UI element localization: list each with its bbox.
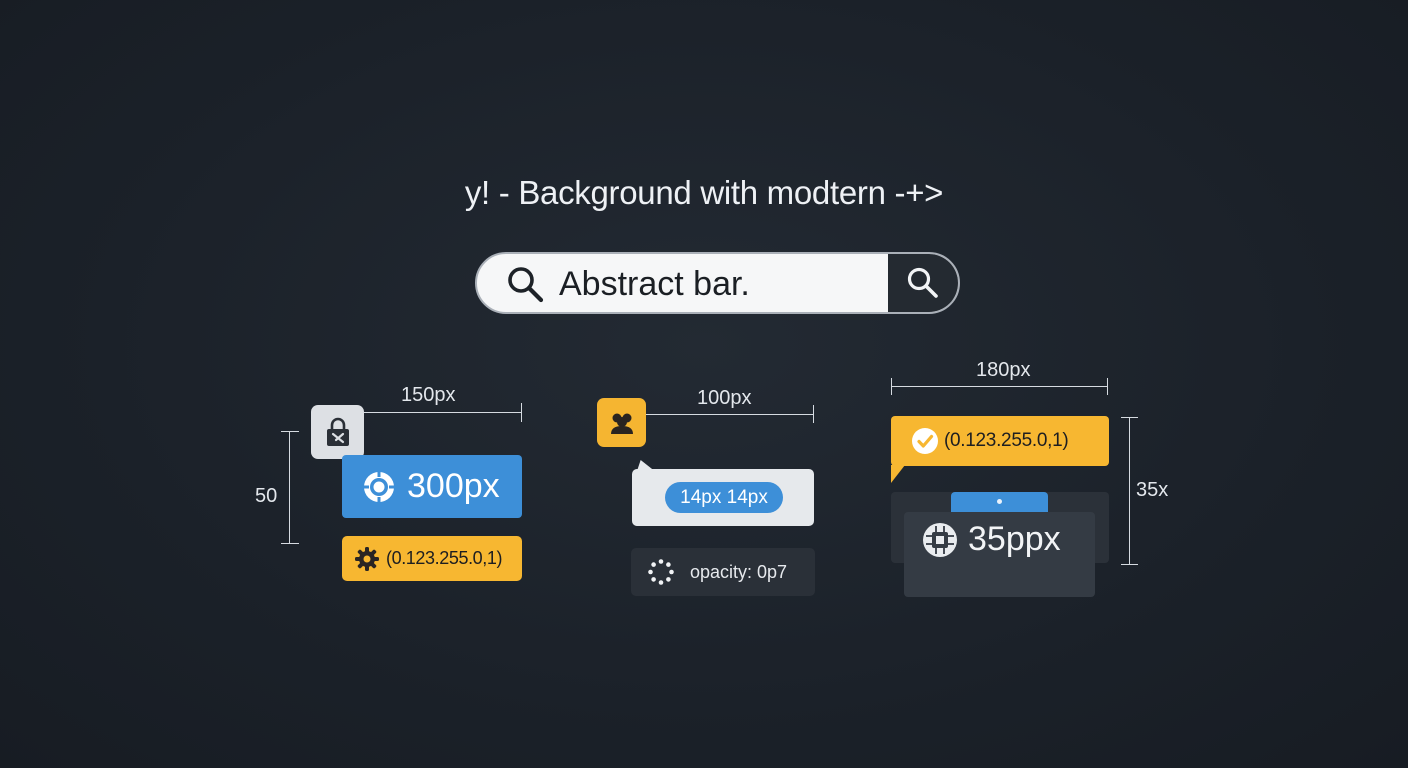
opacity-chip: opacity: 0p7 [631, 548, 815, 596]
search-icon [508, 267, 544, 303]
dimension-tick [891, 378, 892, 395]
check-icon [912, 428, 938, 454]
search-icon [907, 267, 938, 298]
dimension-tick [813, 405, 814, 423]
dimension-tick [1107, 378, 1108, 395]
lock-tile[interactable] [311, 405, 364, 459]
dimension-tick [1121, 564, 1138, 565]
card-tab-dot [997, 499, 1002, 504]
width-dimension-line [646, 414, 814, 415]
width-dimension-line [336, 412, 522, 413]
spacing-pill[interactable]: 14px 14px [665, 482, 783, 513]
size-card[interactable]: 35ppx [904, 512, 1095, 597]
target-icon [363, 470, 395, 503]
height-dimension-line [1129, 417, 1130, 565]
lock-icon [326, 417, 349, 446]
dimension-tick [521, 403, 522, 422]
width-label: 180px [976, 359, 1031, 381]
page-title: y! - Background with modtern -+> [464, 174, 944, 211]
color-tag: (0.123.255.0,1) [342, 536, 522, 581]
height-label: 35x [1136, 479, 1169, 501]
opacity-label: opacity: 0p7 [690, 561, 788, 582]
card-tab [951, 492, 1048, 514]
search-button[interactable] [888, 254, 958, 312]
width-label: 150px [401, 384, 456, 406]
tooltip-pointer [632, 460, 654, 470]
width-label: 100px [697, 387, 752, 409]
size-card-label: 35ppx [968, 520, 1061, 558]
user-tile[interactable] [597, 398, 646, 447]
user-icon [610, 413, 633, 434]
dimension-tick [1121, 417, 1138, 418]
gear-icon [355, 546, 379, 571]
dimension-tick [281, 543, 299, 544]
toast-pointer [891, 465, 905, 483]
loader-icon [648, 559, 674, 585]
search-bar[interactable] [475, 252, 960, 314]
width-dimension-line [891, 386, 1108, 387]
color-tag-label: (0.123.255.0,1) [386, 548, 503, 568]
success-toast-label: (0.123.255.0,1) [944, 430, 1069, 451]
height-label: 50 [255, 485, 278, 507]
height-dimension-line [289, 431, 290, 544]
search-input[interactable] [559, 260, 859, 308]
size-button-label: 300px [407, 467, 500, 505]
tooltip-bubble: 14px 14px [632, 460, 814, 526]
size-button[interactable]: 300px [342, 455, 522, 518]
success-toast: (0.123.255.0,1) [891, 416, 1109, 466]
chip-icon [923, 522, 957, 557]
dimension-tick [281, 431, 299, 432]
